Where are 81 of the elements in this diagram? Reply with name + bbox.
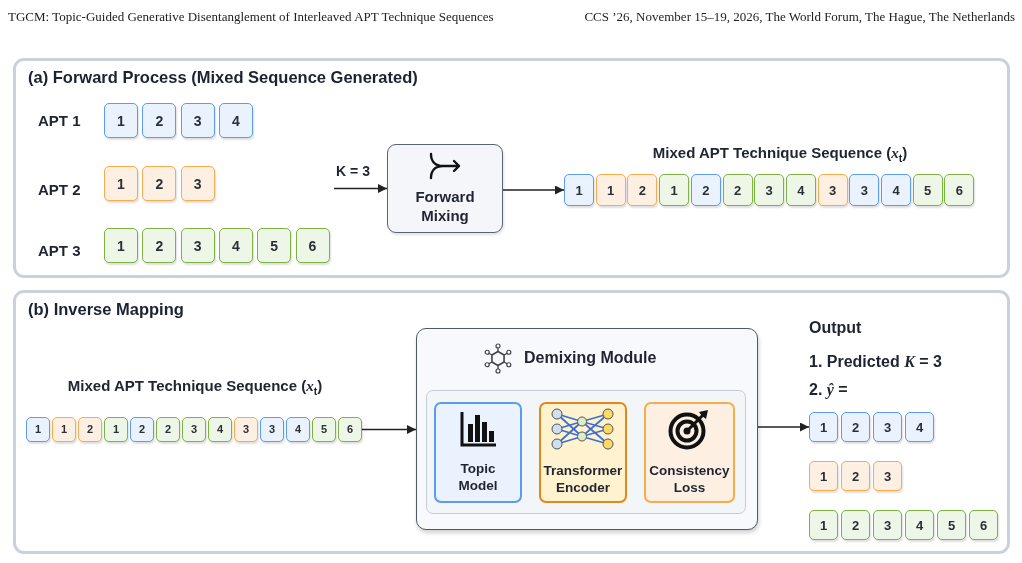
sequence-token: 1	[659, 174, 690, 206]
component-card	[434, 402, 522, 503]
sequence-token: 6	[295, 228, 330, 263]
sequence-token: 2	[627, 174, 658, 206]
sequence-token: 1	[809, 412, 838, 442]
row-label: APT 2	[38, 180, 81, 200]
sequence-token: 3	[849, 174, 880, 206]
output-line: 1. Predicted K = 3	[809, 351, 942, 372]
sequence-token: 6	[338, 417, 362, 442]
sequence-token: 2	[841, 510, 870, 540]
running-header: CCS ’26, November 15–19, 2026, The World Forum, The Hague, The Netherlands	[584, 7, 1015, 25]
sequence-token: 3	[180, 103, 215, 138]
sequence-token: 3	[180, 228, 215, 263]
component-label: Consistency Loss	[648, 462, 731, 497]
sequence-token: 2	[841, 461, 870, 491]
arrow	[361, 425, 417, 434]
row-label: APT 1	[38, 111, 81, 131]
component-card	[539, 402, 627, 503]
sequence-token: 2	[690, 174, 721, 206]
component-card	[644, 402, 735, 503]
sequence-token: 4	[881, 174, 911, 206]
sequence-token: 2	[156, 417, 180, 442]
row-label: APT 3	[38, 241, 81, 261]
arrow	[502, 185, 565, 195]
process-label: Forward Mixing	[414, 187, 476, 225]
module-title: Demixing Module	[524, 348, 657, 368]
sequence-token: 6	[944, 174, 975, 206]
sequence-token: 5	[937, 510, 966, 540]
process-box	[387, 144, 503, 233]
sequence-token: 2	[142, 228, 177, 263]
sequence-token: 2	[722, 174, 753, 206]
component-label: Transformer Encoder	[542, 462, 624, 497]
sequence-token: 1	[104, 417, 128, 442]
section-heading: Output	[809, 317, 862, 338]
sequence-token: 1	[26, 417, 50, 442]
sequence-token: 1	[104, 166, 138, 201]
sequence-token: 3	[260, 417, 284, 442]
sequence-title: Mixed APT Technique Sequence (x$_{t}$)	[67, 376, 323, 399]
sequence-token: 4	[208, 417, 232, 442]
sequence-token: 2	[142, 166, 177, 201]
sequence-token: 6	[969, 510, 998, 540]
sequence-token: 1	[595, 174, 626, 206]
sequence-token: 1	[104, 103, 138, 138]
output-line: 2. ŷ =	[809, 379, 848, 400]
sequence-token: 3	[182, 417, 206, 442]
sequence-token: 1	[809, 510, 838, 540]
sequence-token: 4	[785, 174, 816, 206]
running-header: TGCM: Topic-Guided Generative Disentanglement of Interleaved APT Technique Sequences	[8, 7, 494, 25]
sequence-token: 2	[78, 417, 102, 442]
module-box	[416, 328, 758, 530]
sequence-token: 3	[817, 174, 848, 206]
sequence-token: 1	[564, 174, 594, 206]
sequence-token: 1	[809, 461, 838, 491]
sequence-token: 4	[218, 103, 253, 138]
sequence-token: 2	[130, 417, 154, 442]
sequence-token: 5	[912, 174, 943, 206]
sequence-token: 4	[905, 510, 934, 540]
sequence-token: 3	[754, 174, 785, 206]
sequence-token: 4	[905, 412, 934, 442]
panel-title: (b) Inverse Mapping	[28, 299, 184, 320]
sequence-token: 1	[52, 417, 76, 442]
sequence-token: 2	[142, 103, 177, 138]
sequence-token: 3	[873, 510, 902, 540]
sequence-token: 2	[841, 412, 870, 442]
sequence-token: 4	[218, 228, 253, 263]
sequence-token: 3	[180, 166, 215, 201]
panel	[13, 58, 1010, 278]
arrow	[333, 184, 388, 193]
component-label: Topic Model	[457, 460, 499, 495]
arrow	[757, 422, 810, 432]
sequence-token: 4	[286, 417, 310, 442]
inner-panel	[426, 390, 747, 515]
sequence-token: 3	[873, 461, 902, 491]
sequence-title: Mixed APT Technique Sequence (x$_{t}$)	[652, 143, 908, 166]
sequence-token: 3	[873, 412, 902, 442]
sequence-token: 5	[257, 228, 292, 263]
sequence-token: 5	[312, 417, 336, 442]
panel	[13, 290, 1010, 554]
panel-title: (a) Forward Process (Mixed Sequence Generated)	[28, 67, 418, 88]
sequence-token: 3	[234, 417, 258, 442]
sequence-token: 1	[104, 228, 138, 263]
